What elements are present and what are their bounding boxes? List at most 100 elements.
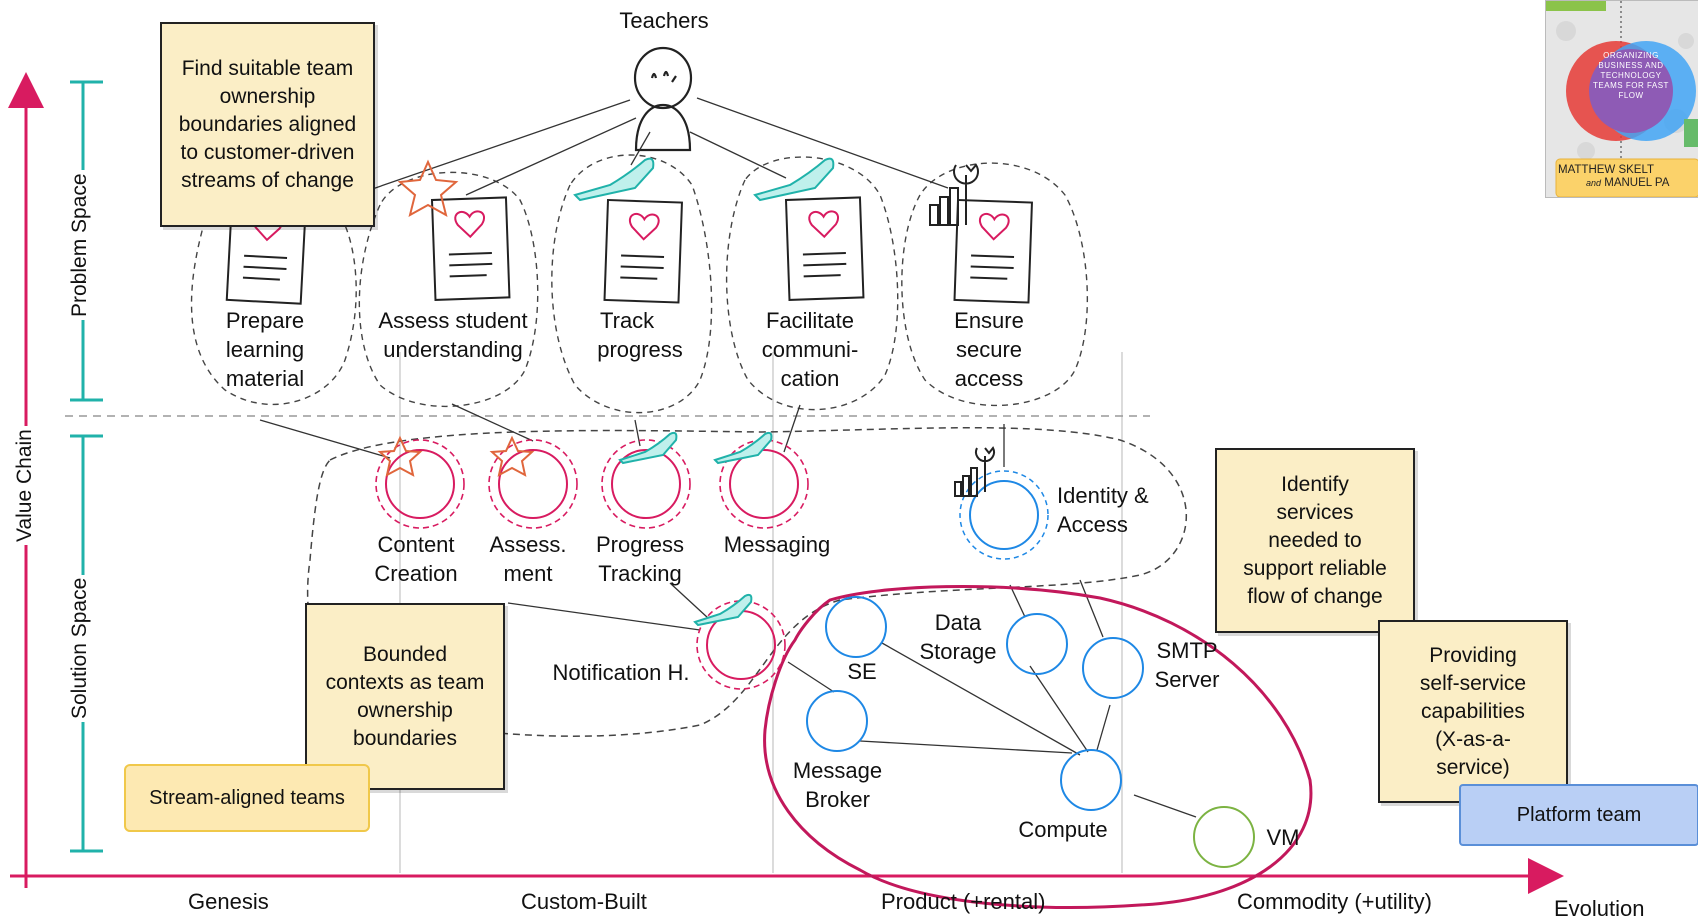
book-text-line: FLOW	[1618, 91, 1644, 100]
sticky-line: ownership	[357, 698, 453, 722]
teachers-label: Teachers	[619, 8, 709, 33]
need-ensure-secure-access: Ensure secure access	[930, 306, 1048, 393]
book-text-line: TECHNOLOGY	[1600, 71, 1662, 80]
sticky-bounded-contexts: Bounded contexts as team ownership bound…	[305, 603, 505, 790]
y-axis-label: Value Chain	[13, 426, 37, 545]
component-line: SMTP	[1156, 638, 1218, 663]
component-line: Storage	[919, 639, 997, 664]
need-line: Assess student	[378, 308, 528, 333]
component-line: Identity &	[1057, 483, 1149, 508]
component-line: Assess.	[489, 532, 567, 557]
sticky-line: contexts as team	[325, 670, 485, 694]
book-text-line: TEAMS FOR FAST	[1593, 81, 1669, 90]
sticky-text: Find suitable team ownership boundaries …	[179, 55, 356, 195]
solution-space-label: Solution Space	[68, 574, 92, 722]
sticky-line: ownership	[219, 84, 316, 108]
problem-space-label: Problem Space	[68, 170, 92, 320]
need-facilitate-communication: Facilitate communi- cation	[745, 306, 875, 393]
sticky-text: Bounded contexts as team ownership bound…	[326, 641, 485, 753]
component-smtp-server: SMTP Server	[1148, 636, 1226, 694]
component-line: Tracking	[598, 561, 682, 586]
sticky-line: capabilities	[1421, 699, 1525, 723]
book-text-line: BUSINESS AND	[1598, 61, 1664, 70]
sticky-line: boundaries	[353, 726, 457, 750]
book-text-line: ORGANIZING	[1603, 51, 1659, 60]
wrench-chart-icons	[929, 163, 995, 497]
component-vm: VM	[1262, 823, 1304, 852]
stage-commodity: Commodity (+utility)	[1237, 889, 1432, 914]
sticky-line: to customer-driven	[180, 140, 355, 164]
sticky-text: Identify services needed to support reli…	[1243, 471, 1387, 611]
component-message-broker: Message Broker	[785, 756, 890, 814]
sticky-text: Providing self-service capabilities (X-a…	[1420, 642, 1526, 782]
book-cover-art	[1546, 1, 1698, 197]
component-compute: Compute	[1008, 815, 1118, 844]
component-line: Server	[1154, 667, 1220, 692]
sticky-line: support reliable	[1243, 556, 1387, 580]
badge-label: Stream-aligned teams	[149, 786, 345, 809]
need-line: Facilitate	[765, 308, 855, 333]
component-identity-access: Identity & Access	[1057, 481, 1167, 539]
need-line: Prepare	[225, 308, 305, 333]
need-line: access	[954, 366, 1024, 391]
need-prepare-learning-material: Prepare learning material	[195, 306, 335, 393]
sticky-line: service)	[1436, 755, 1510, 779]
blue-components	[806, 470, 1144, 811]
need-line: communi-	[761, 337, 859, 362]
need-line: progress	[597, 337, 683, 362]
component-line: Notification H.	[552, 660, 690, 685]
badge-label: Platform team	[1516, 803, 1642, 826]
stage-genesis: Genesis	[188, 889, 269, 914]
sticky-line: flow of change	[1247, 584, 1383, 608]
component-messaging: Messaging	[712, 530, 842, 559]
need-line: material	[225, 366, 305, 391]
component-line: Compute	[1018, 817, 1108, 842]
sticky-identify-services: Identify services needed to support reli…	[1215, 448, 1415, 633]
need-line: secure	[955, 337, 1023, 362]
star-icons	[377, 159, 535, 477]
component-line: Broker	[805, 787, 870, 812]
teacher-figure-icon	[633, 46, 693, 152]
sticky-line: Bounded	[362, 642, 448, 666]
component-line: Content	[377, 532, 455, 557]
component-data-storage: Data Storage	[912, 608, 1004, 666]
sticky-line: services	[1276, 500, 1354, 524]
team-topologies-book-cover: ORGANIZING BUSINESS AND TECHNOLOGY TEAMS…	[1545, 0, 1698, 198]
need-line: Ensure	[954, 308, 1024, 333]
sticky-line: (X-as-a-	[1435, 727, 1511, 751]
sticky-line: self-service	[1419, 671, 1527, 695]
book-author: MATTHEW SKELT	[1558, 164, 1655, 176]
component-se: SE	[842, 657, 882, 686]
need-line: learning	[225, 337, 305, 362]
stage-custom-built: Custom-Built	[521, 889, 647, 914]
book-author-join: and	[1586, 178, 1602, 188]
component-line: Creation	[374, 561, 458, 586]
sticky-line: Identify	[1281, 472, 1349, 496]
sticky-line: Providing	[1429, 643, 1517, 667]
sticky-line: boundaries aligned	[178, 112, 357, 136]
stream-aligned-teams-badge: Stream-aligned teams	[124, 764, 370, 832]
platform-scope-outline	[763, 585, 1313, 909]
need-track-progress: Track progress	[580, 306, 700, 364]
vm-node	[1193, 806, 1255, 868]
stage-product: Product (+rental)	[881, 889, 1046, 914]
need-line: understanding	[383, 337, 523, 362]
sticky-self-service: Providing self-service capabilities (X-a…	[1378, 620, 1568, 803]
component-line: Messaging	[723, 532, 831, 557]
component-line: ment	[503, 561, 553, 586]
component-line: Access	[1057, 512, 1128, 537]
need-assess-student-understanding: Assess student understanding	[368, 306, 538, 364]
component-content-creation: Content Creation	[360, 530, 472, 588]
platform-team-badge: Platform team	[1459, 784, 1698, 846]
sticky-line: needed to	[1268, 528, 1362, 552]
sticky-line: streams of change	[181, 168, 354, 192]
sticky-line: Find suitable team	[181, 56, 354, 80]
component-line: Progress	[595, 532, 685, 557]
helping-hand-icons	[573, 157, 835, 627]
book-circle-text: ORGANIZING BUSINESS AND TECHNOLOGY TEAMS…	[1586, 51, 1676, 101]
component-assessment: Assess. ment	[478, 530, 578, 588]
component-line: SE	[847, 659, 877, 684]
need-line: Track	[600, 308, 655, 333]
need-line: cation	[780, 366, 840, 391]
